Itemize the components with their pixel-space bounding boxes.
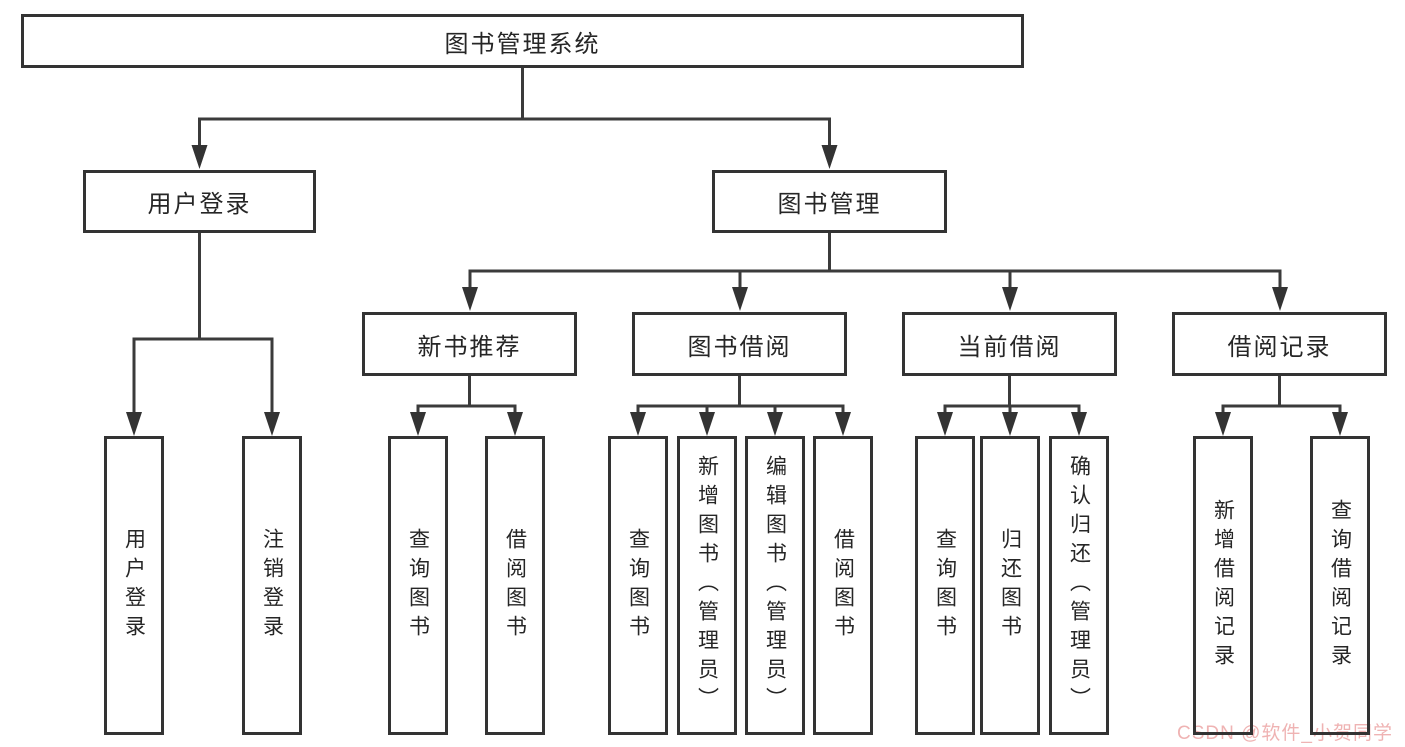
leaf-label: 新增借阅记录	[1211, 498, 1235, 673]
leaf-bb-query-books: 查询图书	[608, 436, 668, 735]
node-new-book-recommend: 新书推荐	[362, 312, 577, 376]
leaf-cb-confirm-return-admin: 确认归还（管理员）	[1049, 436, 1109, 735]
leaf-br-add-record: 新增借阅记录	[1193, 436, 1253, 735]
leaf-bb-add-books-admin: 新增图书（管理员）	[677, 436, 737, 735]
leaf-bb-edit-books-admin: 编辑图书（管理员）	[745, 436, 805, 735]
leaf-cb-query-books: 查询图书	[915, 436, 975, 735]
leaf-label: 查询图书	[626, 527, 650, 644]
csdn-watermark-text: CSDN @软件_小贺同学	[1177, 723, 1393, 744]
leaf-cb-return-books: 归还图书	[980, 436, 1040, 735]
node-current-borrow: 当前借阅	[902, 312, 1117, 376]
node-book-management: 图书管理	[712, 170, 947, 233]
leaf-label: 注销登录	[260, 527, 284, 644]
leaf-label: 新增图书（管理员）	[695, 455, 719, 716]
leaf-nb-borrow-books: 借阅图书	[485, 436, 545, 735]
leaf-label: 借阅图书	[503, 527, 527, 644]
leaf-label: 用户登录	[122, 527, 146, 644]
node-root-library-system: 图书管理系统	[21, 14, 1024, 68]
leaf-logout: 注销登录	[242, 436, 302, 735]
leaf-nb-query-books: 查询图书	[388, 436, 448, 735]
node-book-borrow: 图书借阅	[632, 312, 847, 376]
node-user-login: 用户登录	[83, 170, 316, 233]
leaf-label: 查询借阅记录	[1328, 498, 1352, 673]
leaf-label: 确认归还（管理员）	[1067, 455, 1091, 716]
node-borrow-records: 借阅记录	[1172, 312, 1387, 376]
leaf-user-login: 用户登录	[104, 436, 164, 735]
leaf-label: 归还图书	[998, 527, 1022, 644]
leaf-label: 编辑图书（管理员）	[763, 455, 787, 716]
leaf-bb-borrow-books: 借阅图书	[813, 436, 873, 735]
leaf-label: 借阅图书	[831, 527, 855, 644]
leaf-label: 查询图书	[933, 527, 957, 644]
leaf-br-query-record: 查询借阅记录	[1310, 436, 1370, 735]
leaf-label: 查询图书	[406, 527, 430, 644]
